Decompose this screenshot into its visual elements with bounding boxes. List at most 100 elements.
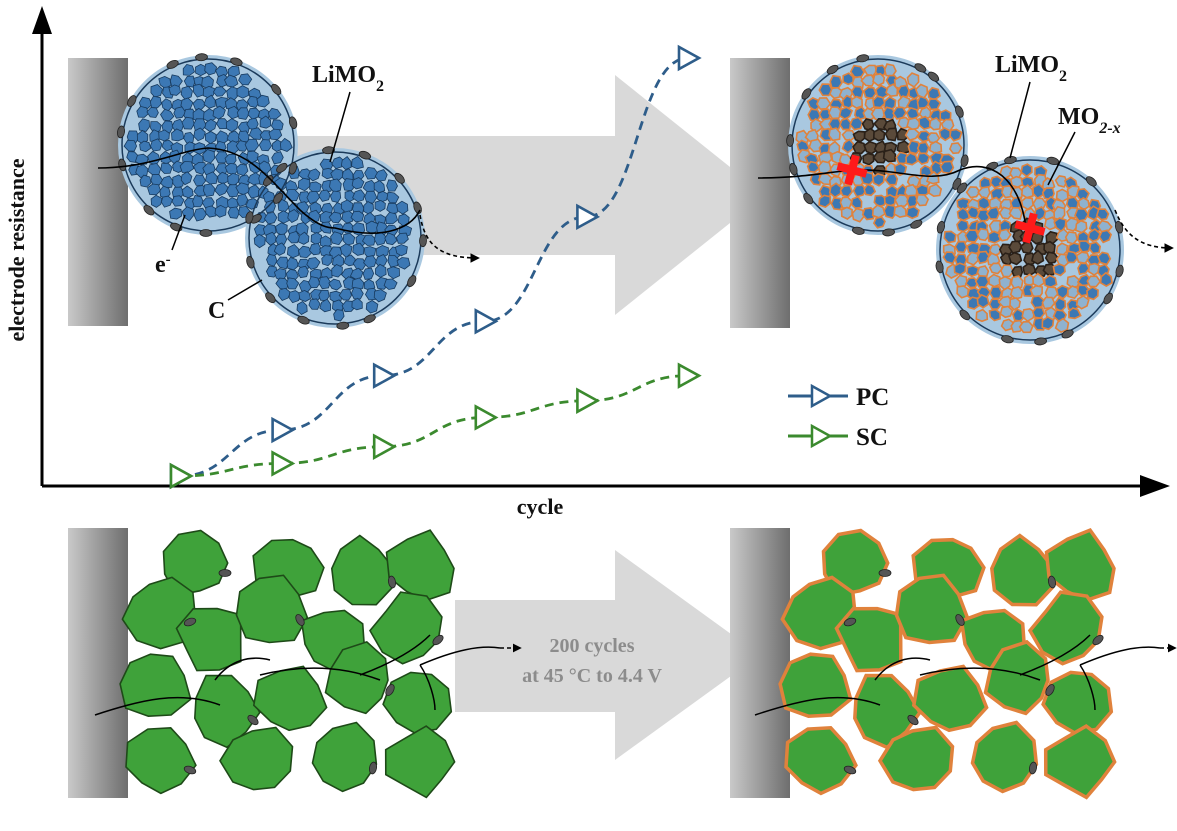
- carbon-particle: [803, 192, 814, 205]
- primary-grain: [247, 107, 261, 120]
- carbon-particle: [914, 63, 927, 73]
- chart-legend: PC SC: [788, 383, 889, 451]
- primary-grain: [212, 86, 227, 97]
- primary-grain: [1095, 208, 1110, 221]
- carbon-particle: [936, 220, 945, 234]
- arrow-text-line1: 200 cycles: [550, 635, 635, 657]
- single-crystal-particle: [970, 720, 1039, 794]
- current-collector-top-left: [68, 58, 128, 326]
- primary-grain: [896, 84, 911, 98]
- data-point-sc: [576, 387, 601, 414]
- primary-grain: [321, 254, 333, 267]
- primary-grain: [1020, 163, 1033, 178]
- carbon-particle: [843, 617, 857, 627]
- primary-grain: [928, 117, 942, 131]
- primary-grain: [999, 305, 1014, 319]
- primary-grain: [828, 127, 841, 142]
- primary-grain: [169, 207, 183, 220]
- primary-grain: [225, 118, 239, 133]
- carbon-particle: [1028, 761, 1038, 775]
- blocked-cross-icon: [1014, 212, 1046, 244]
- primary-grain: [192, 98, 207, 110]
- primary-grain: [872, 216, 886, 229]
- primary-grain: [386, 191, 400, 204]
- current-collector-bottom-right: [730, 528, 790, 798]
- primary-grain: [1086, 275, 1102, 288]
- data-point-sc: [271, 450, 296, 477]
- electron-path: [97, 147, 421, 234]
- primary-grain: [395, 232, 409, 244]
- carbon-particle: [1045, 684, 1055, 696]
- primary-grain: [840, 206, 853, 220]
- primary-grain: [884, 172, 899, 186]
- x-axis-label: cycle: [517, 494, 564, 519]
- primary-grain: [852, 140, 867, 155]
- primary-grain: [966, 265, 980, 278]
- primary-grain: [850, 195, 863, 209]
- primary-grain: [964, 277, 979, 289]
- primary-grain: [246, 95, 260, 108]
- carbon-particle: [246, 256, 255, 269]
- legend-marker-pc: [810, 383, 833, 409]
- primary-grain: [956, 285, 970, 299]
- primary-grain: [193, 161, 207, 175]
- primary-grain: [852, 184, 868, 198]
- carbon-particle: [789, 162, 798, 176]
- primary-grain: [1088, 241, 1102, 255]
- carbon-particle: [1047, 575, 1057, 589]
- primary-grain: [160, 175, 174, 189]
- primary-grain: [871, 173, 886, 187]
- primary-grain: [183, 131, 195, 144]
- primary-grain: [238, 73, 253, 86]
- data-point-sc: [372, 433, 397, 460]
- carbon-particle: [1085, 176, 1097, 187]
- primary-grain: [297, 231, 310, 245]
- primary-grain: [147, 183, 162, 196]
- single-crystal-particle: [235, 574, 309, 644]
- carbon-particle: [358, 150, 372, 160]
- carbon-particle: [117, 125, 125, 139]
- primary-grain: [235, 140, 249, 152]
- primary-grain: [386, 266, 400, 280]
- polycrystal-fresh-group: [97, 53, 480, 330]
- carbon-particle: [263, 175, 274, 187]
- carbon-particle: [407, 275, 417, 288]
- primary-grain: [839, 117, 852, 131]
- primary-grain: [268, 128, 283, 141]
- primary-grain: [862, 86, 877, 100]
- primary-grain: [320, 267, 333, 280]
- primary-grain: [244, 138, 260, 152]
- carbon-particle: [143, 205, 155, 216]
- carbon-particle: [273, 192, 284, 204]
- carbon-particle: [295, 614, 305, 626]
- single-crystal-particle: [252, 665, 328, 732]
- primary-grain: [256, 94, 270, 108]
- primary-grain: [328, 278, 342, 291]
- primary-grain: [351, 156, 364, 170]
- primary-grain: [297, 265, 309, 279]
- carbon-particle: [960, 154, 969, 168]
- carbon-particle: [882, 228, 895, 237]
- primary-grain: [171, 128, 185, 142]
- primary-grain: [339, 243, 353, 259]
- primary-grain: [906, 72, 920, 88]
- primary-grain: [841, 138, 855, 154]
- primary-grain: [236, 193, 249, 207]
- primary-grain: [1052, 263, 1066, 277]
- primary-grain: [160, 162, 173, 174]
- primary-grain: [224, 74, 239, 88]
- primary-grain: [1054, 296, 1067, 313]
- primary-grain: [308, 276, 321, 289]
- primary-grain: [916, 152, 931, 166]
- single-crystal-particle: [877, 725, 955, 792]
- primary-grain: [852, 130, 866, 143]
- primary-grain: [1031, 306, 1046, 319]
- primary-grain: [247, 184, 261, 199]
- primary-grain: [273, 242, 287, 256]
- current-collector-top-right: [730, 58, 790, 328]
- carbon-particle: [878, 569, 892, 577]
- primary-grain: [1099, 271, 1113, 288]
- primary-grain: [1018, 320, 1034, 334]
- primary-grain: [263, 199, 276, 214]
